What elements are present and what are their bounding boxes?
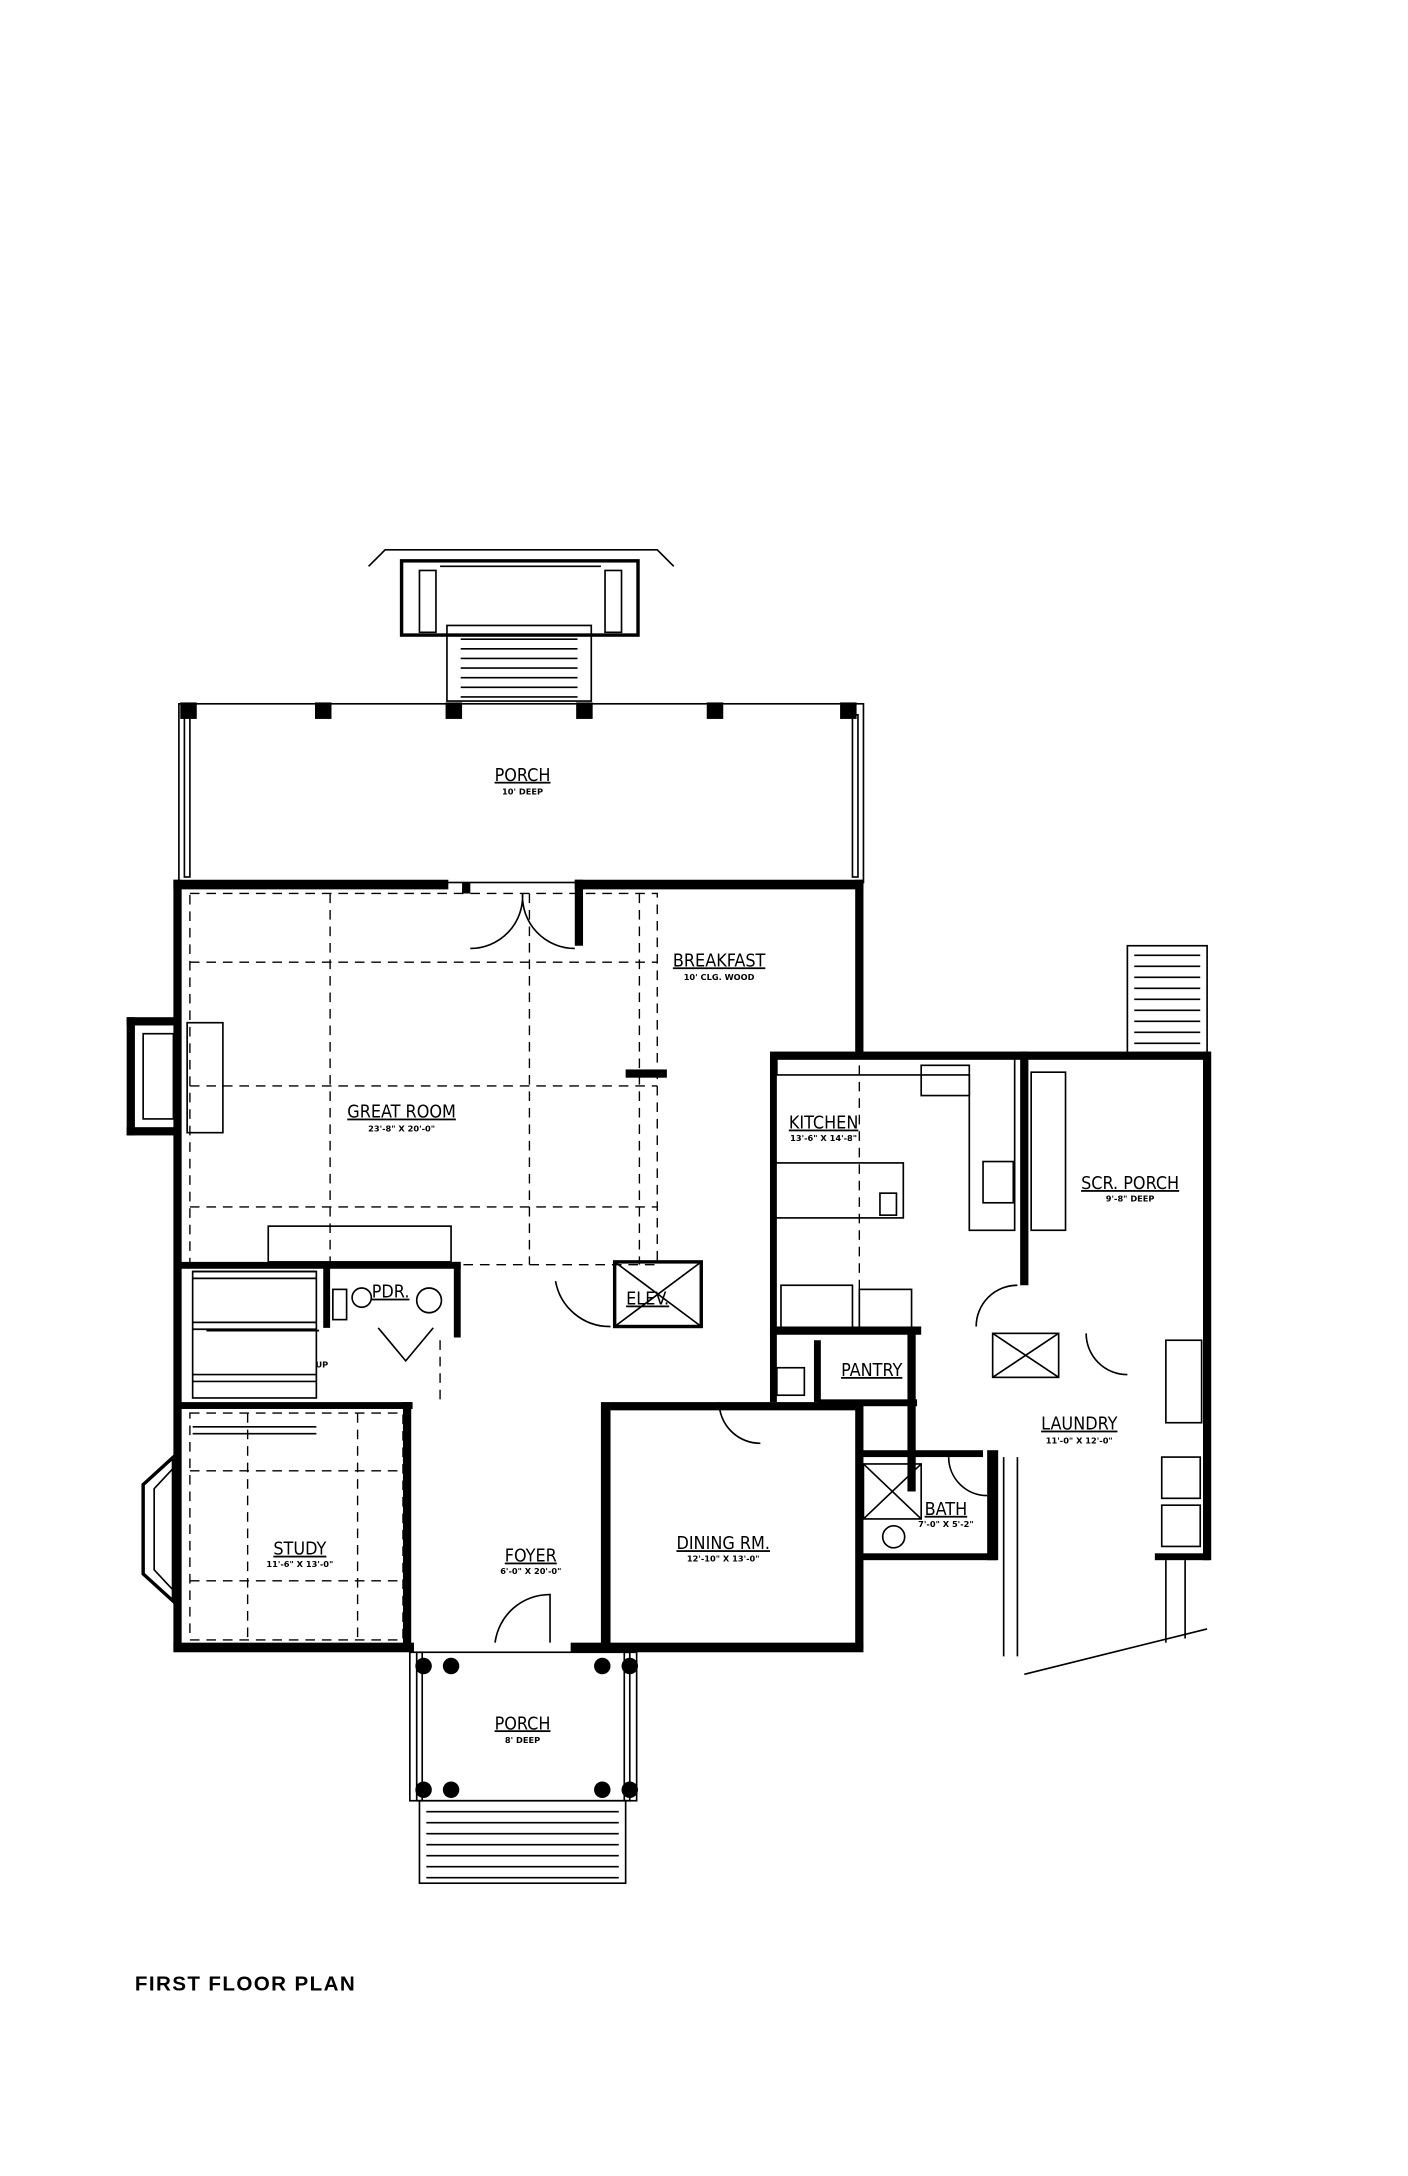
room-dims-dining: 12'-10" X 13'-0" [687, 1554, 760, 1564]
laundry-fixtures [991, 944, 1208, 1676]
porch-column [706, 702, 724, 719]
kitchen-fixtures [771, 1054, 1067, 1397]
room-dims-kitchen: 13'-6" X 14'-8" [790, 1133, 857, 1143]
staircase [191, 1225, 452, 1435]
room-dims-front-porch: 8' DEEP [505, 1735, 540, 1745]
porch-column [442, 1657, 460, 1675]
room-name-foyer: FOYER [505, 1546, 557, 1567]
porch-column [594, 1657, 611, 1675]
porch-column [180, 702, 197, 719]
room-dims-study: 11'-6" X 13'-0" [266, 1559, 333, 1569]
room-dims-great-room: 23'-8" X 20'-0" [368, 1123, 435, 1133]
porch-column [621, 1781, 639, 1798]
study-bay-window [141, 1453, 176, 1606]
porch-column [840, 702, 857, 719]
room-dims-breakfast: 10' CLG. WOOD [684, 972, 755, 982]
porch-column [445, 702, 463, 719]
room-dims-scr-porch: 9'-8" DEEP [1106, 1193, 1155, 1203]
room-name-great-room: GREAT ROOM [347, 1102, 456, 1123]
room-name-elev: ELEV. [626, 1289, 669, 1310]
rear-steps [368, 549, 675, 702]
room-name-front-porch: PORCH [495, 1713, 551, 1734]
pdr-fixtures [332, 1287, 443, 1363]
room-dims-laundry: 11'-0" X 12'-0" [1046, 1435, 1113, 1445]
room-dims-bath: 7'-0" X 5'-2" [918, 1519, 973, 1529]
room-labels: PORCH 10' DEEP GREAT ROOM 23'-8" X 20'-0… [266, 765, 1179, 1745]
porch-column [576, 702, 593, 719]
doors [470, 893, 1018, 1643]
room-name-breakfast: BREAKFAST [673, 950, 766, 971]
room-name-kitchen: KITCHEN [789, 1113, 859, 1134]
room-name-pantry: PANTRY [841, 1360, 902, 1381]
porch-column [314, 702, 332, 719]
coffered-ceiling [189, 892, 861, 1641]
bath-fixtures [862, 1457, 988, 1549]
porch-column [594, 1781, 611, 1798]
rear-porch [178, 702, 865, 884]
exterior-walls [126, 879, 1212, 1653]
plan-title: FIRST FLOOR PLAN [135, 1972, 356, 1995]
room-name-bath: BATH [925, 1499, 968, 1520]
porch-column [621, 1657, 639, 1675]
room-name-rear-porch: PORCH [495, 765, 551, 786]
front-porch [409, 1651, 639, 1885]
room-name-laundry: LAUNDRY [1041, 1414, 1118, 1435]
porch-column [442, 1781, 460, 1798]
room-name-study: STUDY [273, 1539, 326, 1560]
room-dims-rear-porch: 10' DEEP [502, 787, 543, 797]
room-name-pdr: PDR. [372, 1282, 410, 1303]
room-dims-foyer: 6'-0" X 20'-0" [500, 1566, 561, 1576]
stair-up-label: UP [315, 1360, 328, 1370]
room-name-dining: DINING RM. [676, 1533, 770, 1554]
porch-column [415, 1781, 432, 1798]
room-name-scr-porch: SCR. PORCH [1081, 1173, 1179, 1194]
porch-column [415, 1657, 432, 1675]
